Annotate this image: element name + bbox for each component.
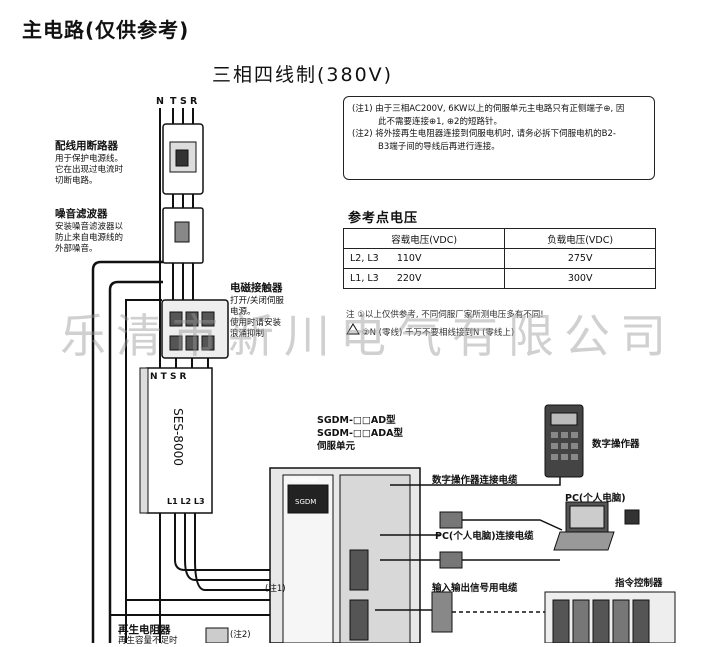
regen-desc: 再生容量不足时 [118,636,178,646]
transformer-bottom-terminals: L1 L2 L3 [167,497,205,506]
transformer-top-terminals: N T S R [150,372,187,382]
phase-label-n: N [156,96,164,107]
transformer-body [146,367,213,514]
servo-model: SGDM [295,498,317,506]
ref-voltage-title: 参考点电压 [348,211,419,226]
ref-header-2: 负载电压(VDC) [504,228,656,249]
breaker-desc-2: 它在出现过电流时 [55,165,124,175]
note1-marker: (注1) [265,584,286,594]
servo-line-3: 伺服单元 [317,441,356,452]
breaker-desc-1: 用于保护电源线。 [55,154,124,164]
pc-cable-label: PC(个人电脑)连接电缆 [435,531,534,542]
page-title: 主电路(仅供参考) [22,18,190,42]
footnote-1: 注 ①以上仅供参考, 不同伺服厂家所测电压多有不同! [346,310,544,320]
contactor-desc-4: 浪涌抑制 [230,329,265,339]
phase-label-r: R [190,96,198,107]
breaker-heading: 配线用断路器 [55,140,118,152]
watermark: 乐清市新川电气有限公司 [60,309,676,363]
diagram-subtitle: 三相四线制(380V) [212,64,394,86]
servo-line-2: SGDM-□□ADA型 [317,428,403,439]
ref-voltage-table: 容载电压(VDC) 负载电压(VDC) L2, L3 110V 275V L1,… [342,228,656,289]
note-line-4: B3端子间的导线后再进行连接。 [378,141,500,152]
footnote-2: ②N (零线) 千万不要相线接到N (零线上) [362,328,515,338]
ref-header-1: 容载电压(VDC) [342,228,506,249]
breaker-desc-3: 切断电路。 [55,176,98,186]
note-line-2: 此不需要连接⊕1, ⊕2的短路针。 [378,116,502,127]
pc-label: PC(个人电脑) [565,493,626,504]
contactor-desc-3: 使用时请安装 [230,318,282,328]
note-line-1: (注1) 由于三相AC200V, 6KW以上的伺服单元主电路只有正侧端子⊕, 因 [352,104,625,114]
filter-desc-1: 安装噪音滤波器以 [55,222,124,232]
contactor-heading: 电磁接触器 [230,282,283,294]
contactor-desc-1: 打开/关闭伺服 [230,296,284,306]
note2-marker: (注2) [230,630,251,640]
note-line-3: (注2) 将外接再生电阻器连接到伺服电机时, 请务必拆下伺服电机的B2- [352,129,616,139]
notes-box: (注1) 由于三相AC200V, 6KW以上的伺服单元主电路只有正侧端子⊕, 因… [343,96,655,180]
phase-label-t: T [170,96,177,107]
regen-heading: 再生电阻器 [118,624,171,636]
servo-line-1: SGDM-□□AD型 [317,415,396,426]
phase-label-s: S [180,96,187,107]
operator-cable-label: 数字操作器连接电缆 [432,475,518,486]
controller-label: 指令控制器 [615,578,663,589]
ref-row-1-col-2: 275V [504,248,656,269]
servo-brand: YASKAWA [290,477,319,484]
transformer-model: SES-8000 [171,408,185,466]
ref-row-2-col-2: 300V [504,268,656,289]
digital-operator-label: 数字操作器 [592,439,640,450]
servo-label: SGDM-□□AD型 SGDM-□□ADA型 伺服单元 [317,414,403,453]
io-cable-label: 输入输出信号用电缆 [432,583,518,594]
ref-row-1-col-1: L2, L3 110V [342,248,506,269]
filter-heading: 噪音滤波器 [55,208,108,220]
contactor-desc-2: 电源。 [230,307,256,317]
filter-desc-2: 防止来自电源线的 [55,233,124,243]
filter-desc-3: 外部噪音。 [55,244,98,254]
ref-row-2-col-1: L1, L3 220V [342,268,506,289]
